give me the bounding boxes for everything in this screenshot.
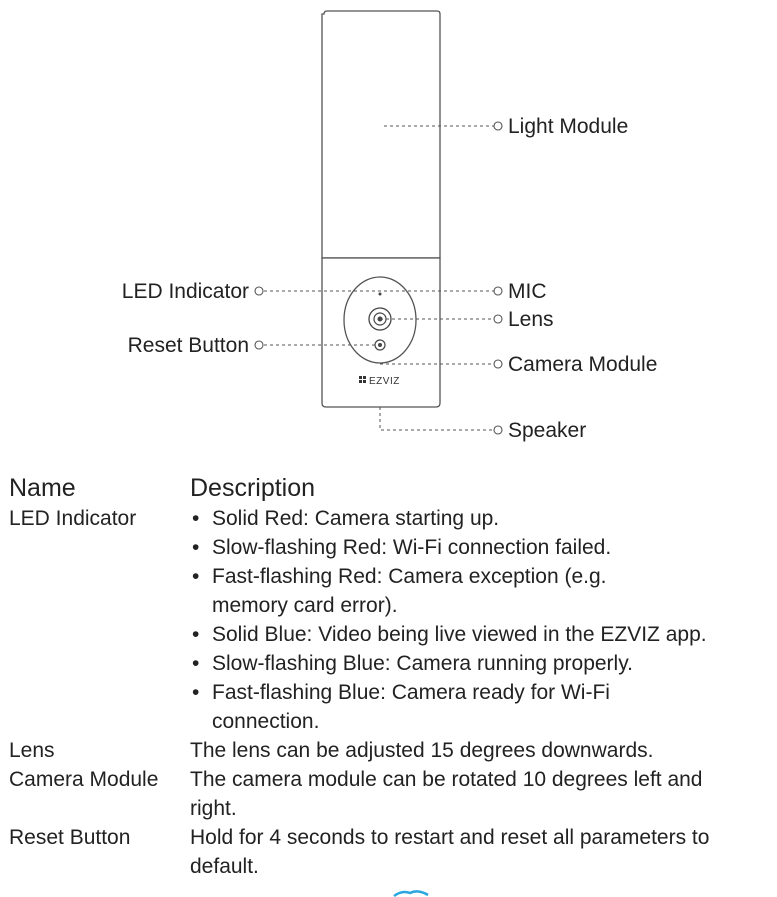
callout-line-speaker — [379, 407, 494, 431]
list-item: Fast-flashing Red: Camera exception (e.g… — [190, 562, 612, 620]
led-states-list: Solid Red: Camera starting up. Slow-flas… — [190, 504, 774, 736]
row-name: LED Indicator — [9, 507, 137, 530]
brand-text: EZVIZ — [369, 376, 400, 387]
label-camera-module: Camera Module — [508, 353, 657, 376]
label-light-module: Light Module — [508, 115, 628, 138]
label-led-indicator: LED Indicator — [122, 280, 249, 303]
label-reset-button: Reset Button — [128, 334, 249, 357]
list-item: Solid Blue: Video being live viewed in t… — [190, 620, 774, 649]
row-description: Hold for 4 seconds to restart and reset … — [190, 826, 710, 878]
table-row-lens: Lens The lens can be adjusted 15 degrees… — [9, 736, 774, 765]
header-name: Name — [9, 474, 76, 502]
decorative-mark — [393, 890, 429, 897]
row-name: Camera Module — [9, 768, 159, 791]
list-item: Solid Red: Camera starting up. — [190, 504, 774, 533]
list-item: Slow-flashing Red: Wi-Fi connection fail… — [190, 533, 774, 562]
table-row-camera-module: Camera Module The camera module can be r… — [9, 765, 774, 823]
header-description: Description — [190, 474, 316, 502]
table-header: Name Description — [9, 472, 774, 504]
table-row-led-indicator: LED Indicator Solid Red: Camera starting… — [9, 504, 774, 736]
description-table: Name Description LED Indicator Solid Red… — [9, 472, 774, 881]
row-description: The lens can be adjusted 15 degrees down… — [190, 739, 654, 762]
table-row-reset-button: Reset Button Hold for 4 seconds to resta… — [9, 823, 774, 881]
row-description: The camera module can be rotated 10 degr… — [190, 768, 703, 820]
ezviz-logo-icon: EZVIZ — [359, 376, 400, 387]
row-name: Lens — [9, 739, 55, 762]
label-lens: Lens — [508, 308, 554, 331]
led-indicator-dot — [378, 292, 382, 296]
row-name: Reset Button — [9, 826, 131, 849]
light-module-housing — [321, 10, 441, 259]
list-item: Slow-flashing Blue: Camera running prope… — [190, 649, 774, 678]
camera-diagram: EZVIZ Light Module LED Indicator MIC Len… — [122, 10, 657, 442]
label-mic: MIC — [508, 280, 547, 303]
label-speaker: Speaker — [508, 419, 586, 442]
callout-circle-icon — [254, 121, 503, 435]
list-item: Fast-flashing Blue: Camera ready for Wi-… — [190, 678, 662, 736]
